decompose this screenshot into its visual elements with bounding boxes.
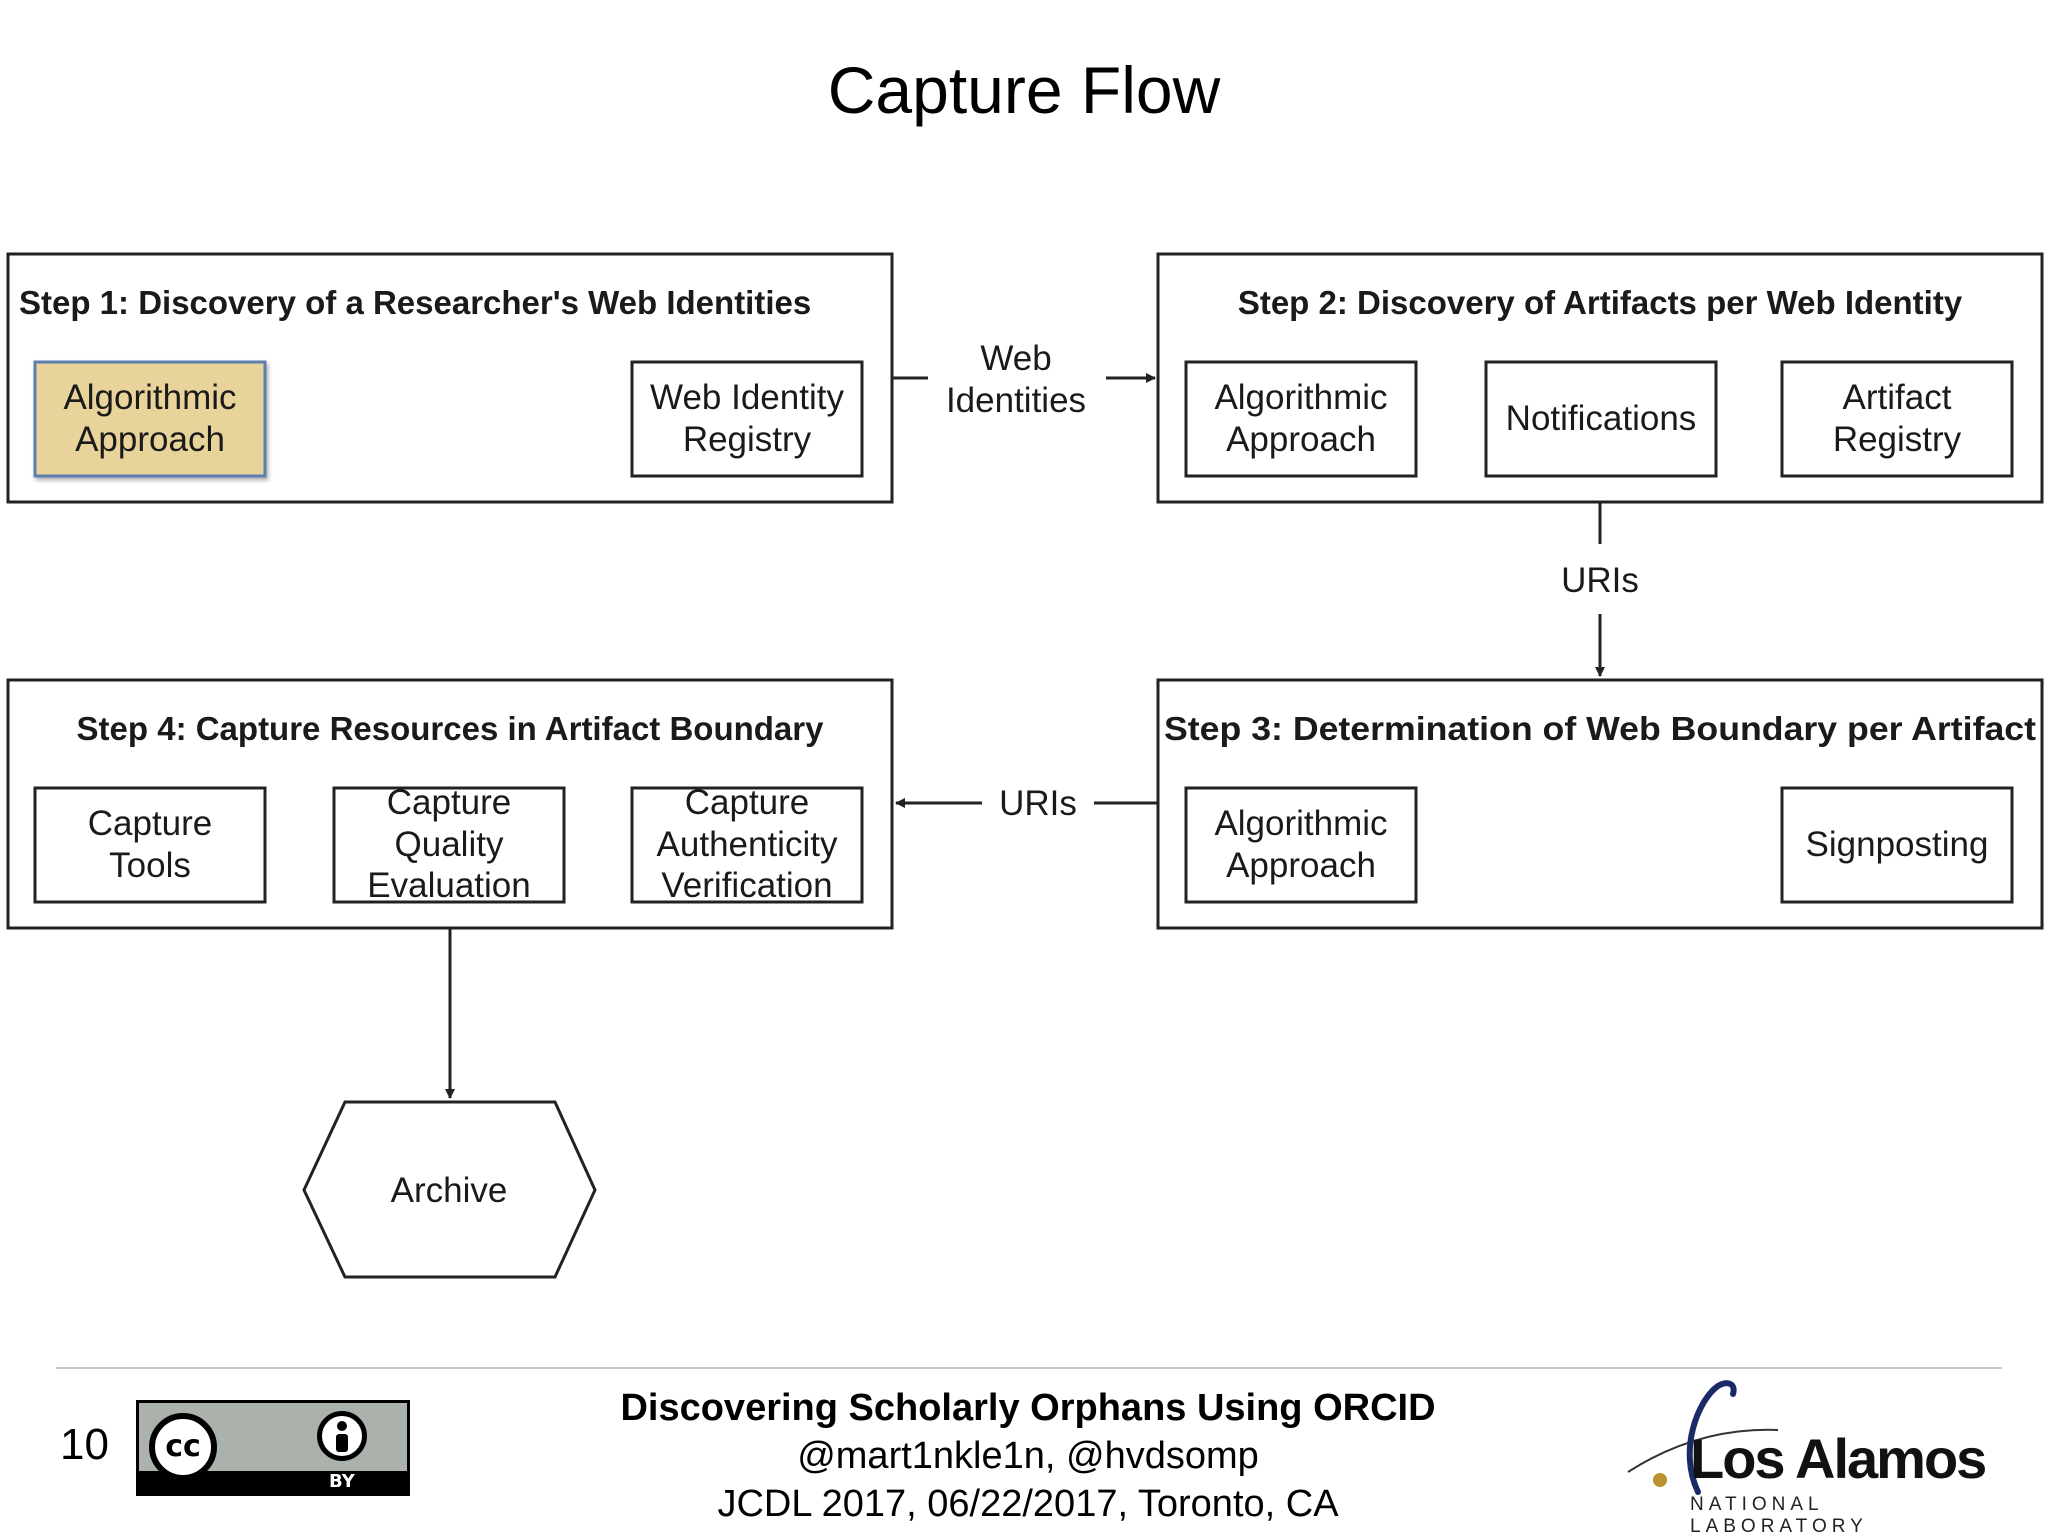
box-label-line: Approach — [1226, 420, 1376, 459]
box-label-line: Artifact — [1843, 378, 1952, 417]
cc-icon: cc — [149, 1413, 217, 1481]
step1-algorithmic-approach-box[interactable]: Algorithmic Approach — [33, 360, 267, 478]
step2-panel: Step 2: Discovery of Artifacts per Web I… — [1156, 252, 2044, 504]
step2-notifications-box[interactable]: Notifications — [1484, 360, 1718, 478]
step1-panel: Step 1: Discovery of a Researcher's Web … — [6, 252, 894, 504]
connector-uris-left: URIs — [895, 784, 1158, 823]
box-label-line: Capture — [685, 783, 810, 822]
attribution-person-icon — [317, 1411, 367, 1461]
slide-title: Capture Flow — [827, 53, 1221, 127]
license-by-text: BY — [329, 1471, 355, 1492]
box-label-line: Algorithmic — [1214, 378, 1387, 417]
footer-divider — [56, 1367, 2002, 1369]
box-label-line: Capture — [88, 804, 213, 843]
step3-title: Step 3: Determination of Web Boundary pe… — [1164, 710, 2036, 747]
footer-citation: Discovering Scholarly Orphans Using ORCI… — [520, 1384, 1536, 1528]
los-alamos-logo: Los Alamos NATIONAL LABORATORY — [1618, 1380, 2008, 1537]
step1-title: Step 1: Discovery of a Researcher's Web … — [19, 284, 811, 321]
logo-name: Los Alamos — [1690, 1427, 1987, 1490]
step1-web-identity-registry-box[interactable]: Web Identity Registry — [630, 360, 864, 478]
connector-label-line: Web — [980, 339, 1051, 378]
atom-orbit-icon — [1627, 1380, 1779, 1495]
step4-capture-quality-evaluation-box[interactable]: Capture Quality Evaluation — [332, 783, 566, 905]
step3-signposting-box[interactable]: Signposting — [1780, 786, 2014, 904]
box-label-line: Evaluation — [367, 866, 530, 905]
box-label-line: Algorithmic — [63, 378, 236, 417]
archive-label: Archive — [391, 1171, 508, 1210]
footer-authors: @mart1nkle1n, @hvdsomp — [797, 1435, 1259, 1477]
step4-capture-tools-box[interactable]: Capture Tools — [33, 786, 267, 904]
box-label-line: Authenticity — [657, 825, 838, 864]
step4-title: Step 4: Capture Resources in Artifact Bo… — [77, 710, 825, 747]
step4-panel: Step 4: Capture Resources in Artifact Bo… — [6, 678, 894, 930]
connector-label-line: Identities — [946, 381, 1086, 420]
box-label-line: Approach — [75, 420, 225, 459]
page-number: 10 — [60, 1420, 109, 1469]
box-label-line: Signposting — [1806, 825, 1989, 864]
connector-web-identities: Web Identities — [892, 339, 1156, 420]
archive-node[interactable]: Archive — [302, 1100, 597, 1279]
box-label-line: Quality — [395, 825, 504, 864]
cc-by-license-badge[interactable]: cc BY — [136, 1400, 410, 1496]
box-label-line: Registry — [683, 420, 812, 459]
connector-label: URIs — [1561, 561, 1639, 600]
box-label-line: Capture — [387, 783, 512, 822]
connector-uris-down: URIs — [1561, 502, 1639, 677]
step3-panel: Step 3: Determination of Web Boundary pe… — [1156, 678, 2044, 930]
box-label-line: Approach — [1226, 846, 1376, 885]
box-label-line: Registry — [1833, 420, 1962, 459]
box-label-line: Tools — [109, 846, 191, 885]
license-band — [139, 1471, 407, 1493]
box-label-line: Web Identity — [650, 378, 844, 417]
step2-title: Step 2: Discovery of Artifacts per Web I… — [1238, 284, 1963, 321]
box-label-line: Notifications — [1506, 399, 1697, 438]
capture-flow-diagram: Step 1: Discovery of a Researcher's Web … — [6, 252, 2044, 1279]
footer-title: Discovering Scholarly Orphans Using ORCI… — [620, 1387, 1436, 1429]
step2-algorithmic-approach-box[interactable]: Algorithmic Approach — [1184, 360, 1418, 478]
logo-subtitle: NATIONAL LABORATORY — [1690, 1494, 1868, 1537]
box-label-line: Algorithmic — [1214, 804, 1387, 843]
step4-capture-authenticity-verification-box[interactable]: Capture Authenticity Verification — [630, 783, 864, 905]
step3-algorithmic-approach-box[interactable]: Algorithmic Approach — [1184, 786, 1418, 904]
connector-label: URIs — [999, 784, 1077, 823]
step2-artifact-registry-box[interactable]: Artifact Registry — [1780, 360, 2014, 478]
box-label-line: Verification — [661, 866, 832, 905]
footer-venue: JCDL 2017, 06/22/2017, Toronto, CA — [717, 1483, 1339, 1525]
